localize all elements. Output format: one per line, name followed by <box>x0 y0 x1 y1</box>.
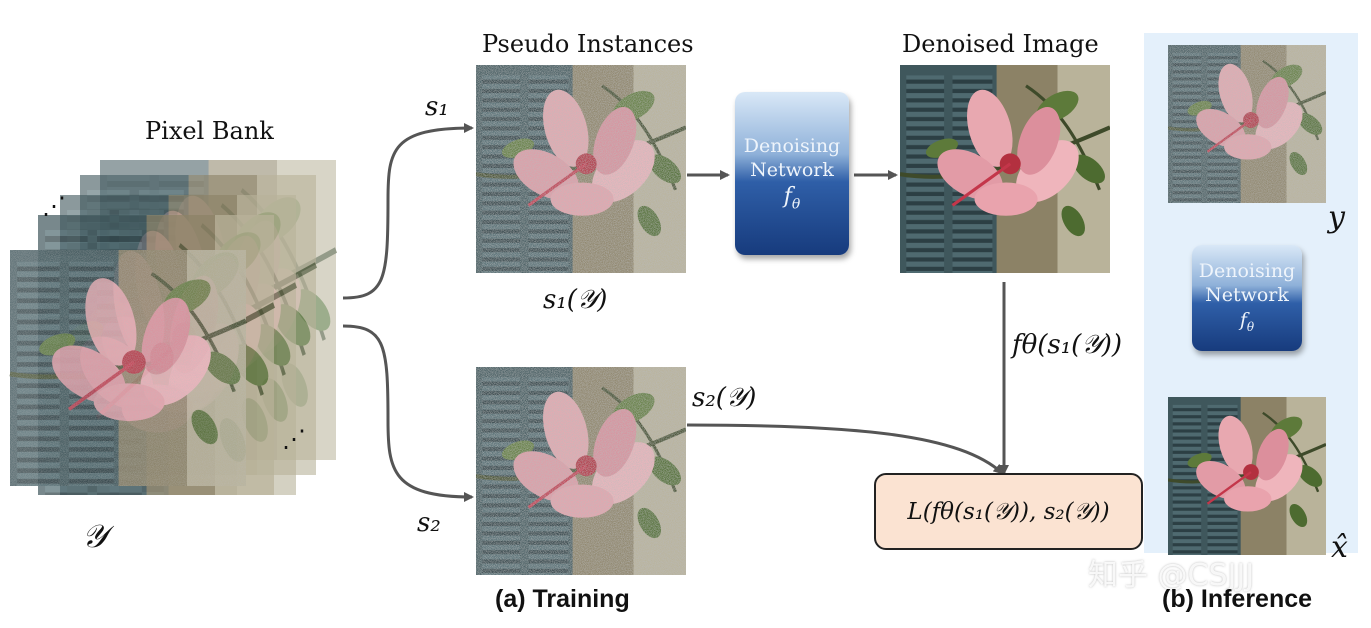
arrow-bank-to-s1 <box>342 123 474 300</box>
pixel-bank-title: Pixel Bank <box>145 117 274 145</box>
denoised-image-title: Denoised Image <box>902 30 1099 58</box>
inference-caption: (b) Inference <box>1162 585 1313 613</box>
inference-output-label: x̂ <box>1331 530 1348 565</box>
inference-input-label: y <box>1328 200 1345 235</box>
pixel-bank-images <box>0 150 345 495</box>
network-line2: Network <box>750 159 834 181</box>
training-caption: (a) Training <box>495 585 630 613</box>
inference-network-symbol: fθ <box>1239 309 1255 334</box>
arrow-s2-to-loss <box>686 423 1004 475</box>
denoising-network-box: Denoising Network fθ <box>735 92 849 255</box>
inference-network-line1: Denoising <box>1198 260 1296 282</box>
s2-label: s₂ <box>417 508 441 538</box>
pixel-bank-stack <box>0 150 345 495</box>
network-line1: Denoising <box>743 135 841 157</box>
pixel-bank-dots-bottom: ⋰ <box>282 425 306 453</box>
s2-caption: s₂(𝒴) <box>692 383 757 413</box>
inference-output-image <box>1168 397 1326 555</box>
inference-network-line2: Network <box>1205 284 1289 306</box>
pixel-bank-symbol: 𝒴 <box>82 517 108 555</box>
arrow-bank-to-s2 <box>342 324 474 502</box>
s1-caption: s₁(𝒴) <box>543 285 608 315</box>
s1-label: s₁ <box>425 92 449 122</box>
pseudo-instance-s1-image <box>476 65 686 273</box>
pseudo-instance-s2-image <box>476 367 686 575</box>
inference-network-box: Denoising Network fθ <box>1192 245 1302 351</box>
denoised-image <box>900 65 1110 273</box>
inference-input-image <box>1168 45 1326 203</box>
loss-formula: L(fθ(s₁(𝒴)), s₂(𝒴)) <box>907 498 1110 525</box>
watermark: 知乎 @CSJJJ <box>1088 558 1255 593</box>
denoised-output-label: fθ(s₁(𝒴)) <box>1012 330 1123 360</box>
pixel-bank-dots-top: ⋰ <box>42 192 66 220</box>
pseudo-instances-title: Pseudo Instances <box>482 30 694 58</box>
network-symbol: fθ <box>783 184 801 213</box>
loss-box: L(fθ(s₁(𝒴)), s₂(𝒴)) <box>874 473 1143 550</box>
